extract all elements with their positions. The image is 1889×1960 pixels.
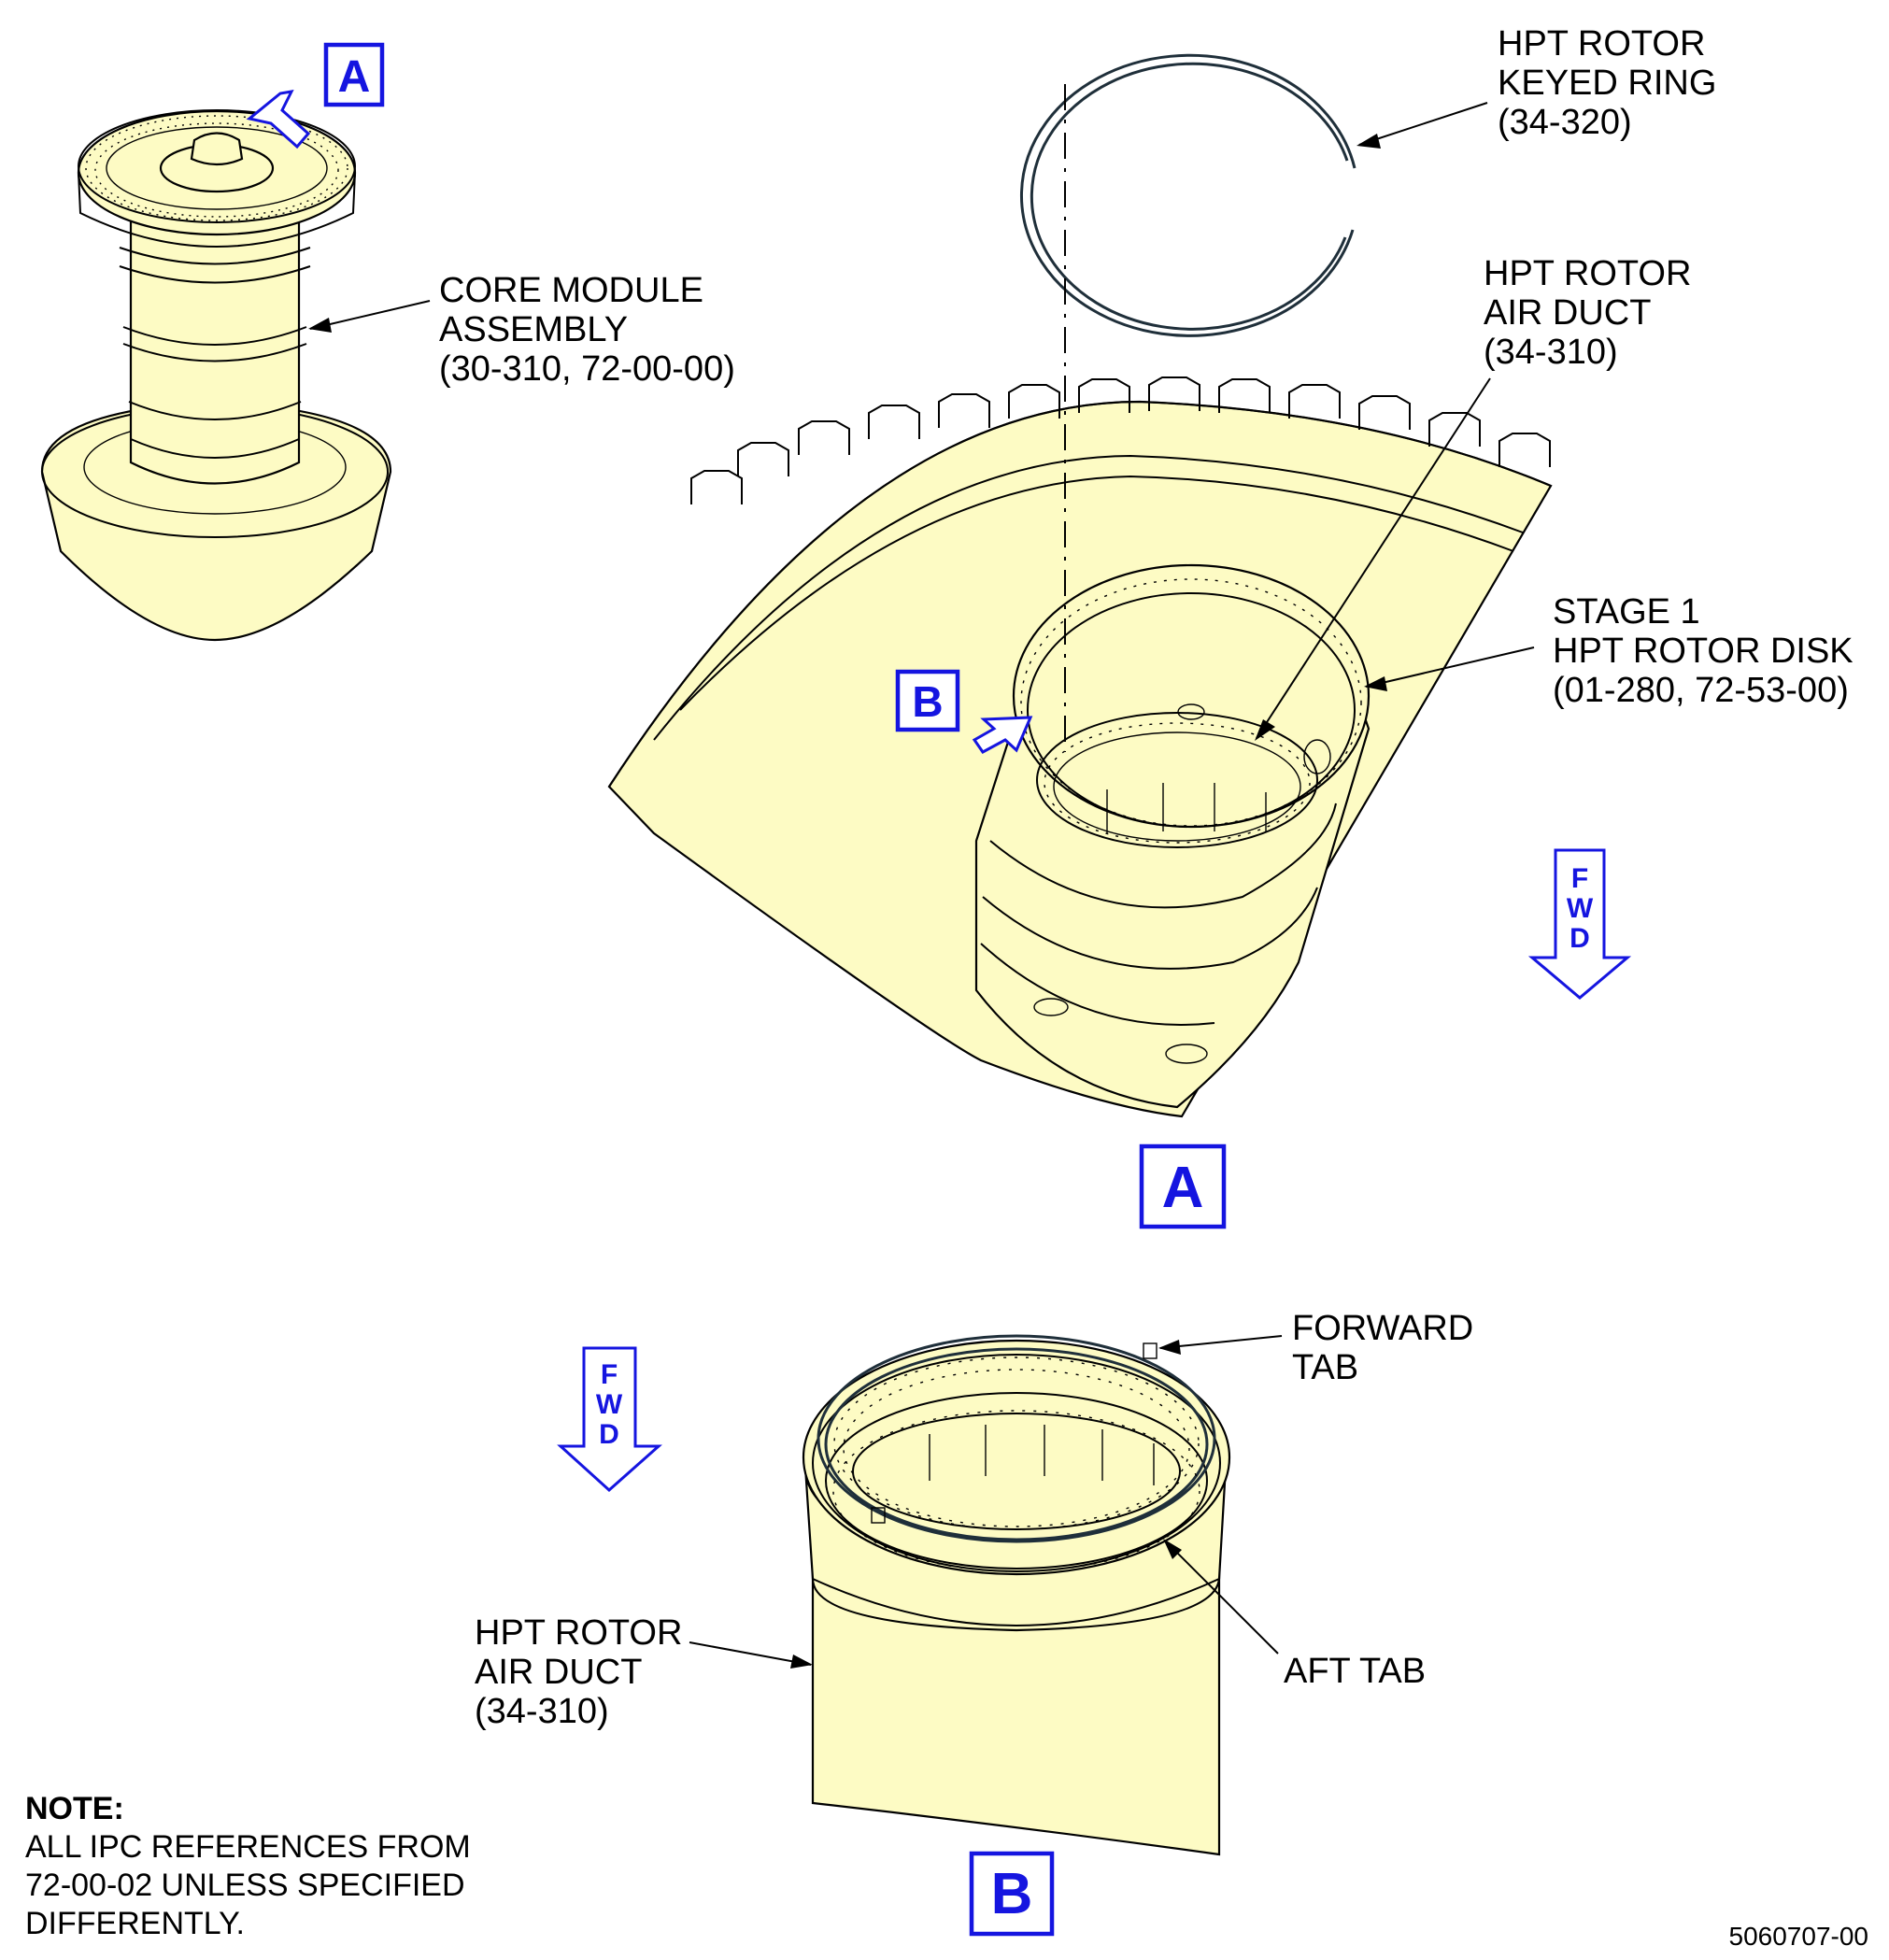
disk-label-line-3: (01-280, 72-53-00) [1553,671,1849,710]
svg-text:B: B [991,1862,1033,1926]
figure-number: 5060707-00 [1729,1922,1868,1951]
svg-text:STAGE 1: STAGE 1 [1553,592,1700,632]
svg-text:(34-320): (34-320) [1498,103,1632,142]
disk-label-line-1: STAGE 1 [1553,592,1700,632]
keyed-ring-label-line-1: HPT ROTOR [1498,24,1705,64]
svg-text:F: F [601,1359,618,1390]
note-line-1: ALL IPC REFERENCES FROM [25,1829,471,1865]
air-duct-a-label-line-1: HPT ROTOR [1484,254,1691,293]
air-duct-b-label-line-1: HPT ROTOR [475,1613,682,1653]
disk-callout: STAGE 1 HPT ROTOR DISK (01-280, 72-53-00… [1364,592,1853,710]
fwd-indicator-view-b: F W D [557,1346,662,1493]
svg-text:D: D [1569,923,1590,954]
air-duct-callout-view-a: HPT ROTOR AIR DUCT (34-310) [1255,254,1691,741]
note-line-3: DIFFERENTLY. [25,1906,245,1941]
note-block: NOTE: ALL IPC REFERENCES FROM 72-00-02 U… [25,1791,471,1941]
air-duct-a-label-line-2: AIR DUCT [1484,293,1651,333]
svg-text:ASSEMBLY: ASSEMBLY [439,310,628,349]
aft-tab-label: AFT TAB [1284,1652,1426,1691]
svg-text:(01-280, 72-53-00): (01-280, 72-53-00) [1553,671,1849,710]
view-b-title: B [969,1851,1055,1937]
disk-label-line-2: HPT ROTOR DISK [1553,632,1853,671]
forward-tab-label-line-1: FORWARD [1292,1309,1473,1348]
svg-text:HPT ROTOR: HPT ROTOR [1484,254,1691,293]
svg-text:FORWARD: FORWARD [1292,1309,1473,1348]
svg-text:D: D [599,1419,619,1450]
forward-tab-callout: FORWARD TAB [1158,1309,1473,1387]
core-module-label-line-3: (30-310, 72-00-00) [439,349,735,389]
fwd-arrow-icon [557,1346,662,1493]
svg-text:(34-310): (34-310) [1484,333,1618,372]
forward-tab-label-line-2: TAB [1292,1348,1358,1387]
view-a-reference-letter: A [338,52,371,102]
note-line-2: 72-00-02 UNLESS SPECIFIED [25,1868,465,1903]
view-b-illustration [802,1334,1231,1856]
air-duct-b-label-line-2: AIR DUCT [475,1653,642,1692]
view-b-arrow-icon [972,716,1033,754]
core-module-callout: CORE MODULE ASSEMBLY (30-310, 72-00-00) [308,271,735,389]
svg-text:HPT ROTOR DISK: HPT ROTOR DISK [1553,632,1853,671]
air-duct-a-label-line-3: (34-310) [1484,333,1618,372]
view-a-reference-marker: A [246,42,385,149]
svg-text:W: W [596,1389,623,1420]
keyed-ring-label-line-2: KEYED RING [1498,64,1716,103]
view-b-reference-letter: B [912,677,943,726]
svg-text:HPT ROTOR: HPT ROTOR [1498,24,1705,64]
svg-text:ALL IPC REFERENCES FROM: ALL IPC REFERENCES FROM [25,1829,471,1865]
svg-text:(34-310): (34-310) [475,1692,609,1731]
svg-text:AIR DUCT: AIR DUCT [475,1653,642,1692]
fwd-arrow-icon [1527,848,1632,1000]
aft-tab-callout: AFT TAB [1163,1539,1426,1691]
hpt-rotor-keyed-ring-illustration [1019,53,1356,752]
svg-text:HPT ROTOR: HPT ROTOR [475,1613,682,1653]
fwd-indicator-view-a: F W D [1527,848,1632,1000]
air-duct-callout-view-b: HPT ROTOR AIR DUCT (34-310) [475,1613,813,1731]
svg-text:TAB: TAB [1292,1348,1358,1387]
svg-text:DIFFERENTLY.: DIFFERENTLY. [25,1906,245,1941]
svg-text:KEYED RING: KEYED RING [1498,64,1716,103]
svg-text:72-00-02 UNLESS SPECIFIED: 72-00-02 UNLESS SPECIFIED [25,1868,465,1903]
view-a-illustration [607,376,1553,1118]
svg-text:(30-310, 72-00-00): (30-310, 72-00-00) [439,349,735,389]
svg-text:F: F [1571,863,1588,894]
svg-text:A: A [1162,1156,1204,1220]
core-module-label-line-1: CORE MODULE [439,271,703,310]
svg-text:W: W [1567,893,1594,924]
keyed-ring-label-line-3: (34-320) [1498,103,1632,142]
view-a-arrow-icon [246,90,311,149]
svg-text:CORE MODULE: CORE MODULE [439,271,703,310]
note-title: NOTE: [25,1791,124,1826]
view-a-title: A [1139,1143,1227,1229]
air-duct-b-label-line-3: (34-310) [475,1692,609,1731]
core-module-assembly-illustration [40,109,392,642]
keyed-ring-callout: HPT ROTOR KEYED RING (34-320) [1356,24,1716,149]
view-b-reference-marker: B [895,669,1033,754]
core-module-label-line-2: ASSEMBLY [439,310,628,349]
svg-text:AIR DUCT: AIR DUCT [1484,293,1651,333]
